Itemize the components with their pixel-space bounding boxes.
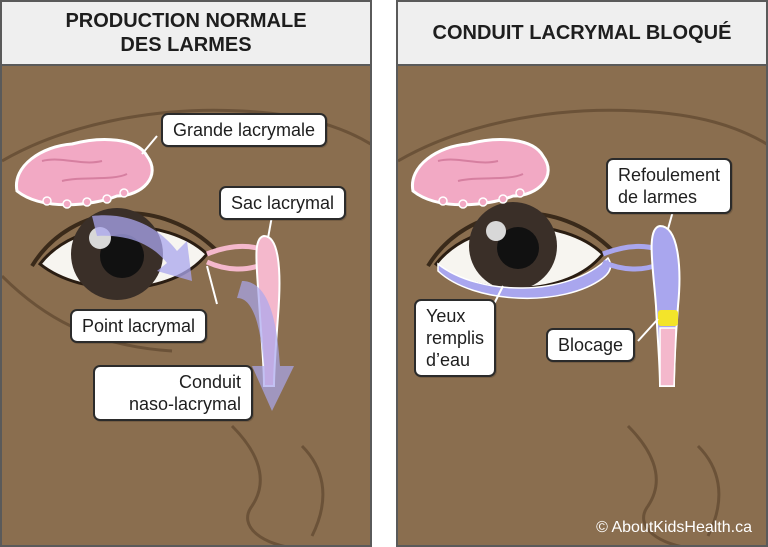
label-nasolacrimal-duct: Conduit naso-lacrymal <box>93 365 253 421</box>
panel-normal-tears: PRODUCTION NORMALE DES LARMES <box>0 0 372 547</box>
pooled-tears <box>437 256 612 299</box>
copyright-text: © AboutKidsHealth.ca <box>596 519 752 536</box>
label-watery-line-2: remplis <box>426 328 485 348</box>
leader-gland <box>141 135 158 155</box>
eye-highlight <box>486 221 506 241</box>
label-duct-line-1: Conduit <box>178 372 241 392</box>
label-lacrimal-gland: Grande lacrymale <box>161 113 328 147</box>
blockage-mark <box>658 310 678 326</box>
panel-title-blocked: CONDUIT LACRYMAL BLOQUÉ <box>398 2 766 66</box>
leader-backflow <box>667 210 674 230</box>
label-backflow-line-2: de larmes <box>618 187 698 207</box>
leader-punctum <box>206 265 218 305</box>
lower-duct <box>659 327 677 387</box>
label-duct-line-2: naso-lacrymal <box>128 394 241 414</box>
nostril-line <box>696 444 721 537</box>
normal-eye-illustration <box>2 108 370 545</box>
title-blocked: CONDUIT LACRYMAL BLOQUÉ <box>432 22 732 44</box>
lacrimal-gland-shape <box>411 138 550 209</box>
nose-line <box>230 424 286 545</box>
brow-line <box>2 108 370 163</box>
pupil <box>100 234 144 278</box>
tear-flow-arrow-1 <box>92 215 192 281</box>
label-lacrimal-punctum: Point lacrymal <box>70 309 208 343</box>
panel-title-normal: PRODUCTION NORMALE DES LARMES <box>2 2 370 66</box>
nose-line <box>626 424 682 545</box>
title-line-1: PRODUCTION NORMALE <box>65 10 307 32</box>
blocked-eye-illustration <box>398 108 766 545</box>
label-watery-eyes: Yeux remplis d’eau <box>414 299 497 377</box>
label-tear-backflow: Refoulement de larmes <box>606 158 733 214</box>
label-backflow-line-1: Refoulement <box>618 165 721 185</box>
brow-line <box>398 108 766 163</box>
tear-flow-arrow-2 <box>237 281 294 411</box>
lacrimal-gland-shape <box>15 138 154 209</box>
label-watery-line-3: d’eau <box>426 350 471 370</box>
leader-blockage <box>637 318 659 342</box>
label-watery-line-1: Yeux <box>426 306 466 326</box>
label-blockage: Blocage <box>546 328 636 362</box>
label-lacrimal-sac: Sac lacrymal <box>219 186 347 220</box>
title-line-2: DES LARMES <box>120 34 252 56</box>
pupil <box>497 227 539 269</box>
panel-blocked-duct: CONDUIT LACRYMAL BLOQUÉ <box>396 0 768 547</box>
nostril-line <box>300 444 325 537</box>
